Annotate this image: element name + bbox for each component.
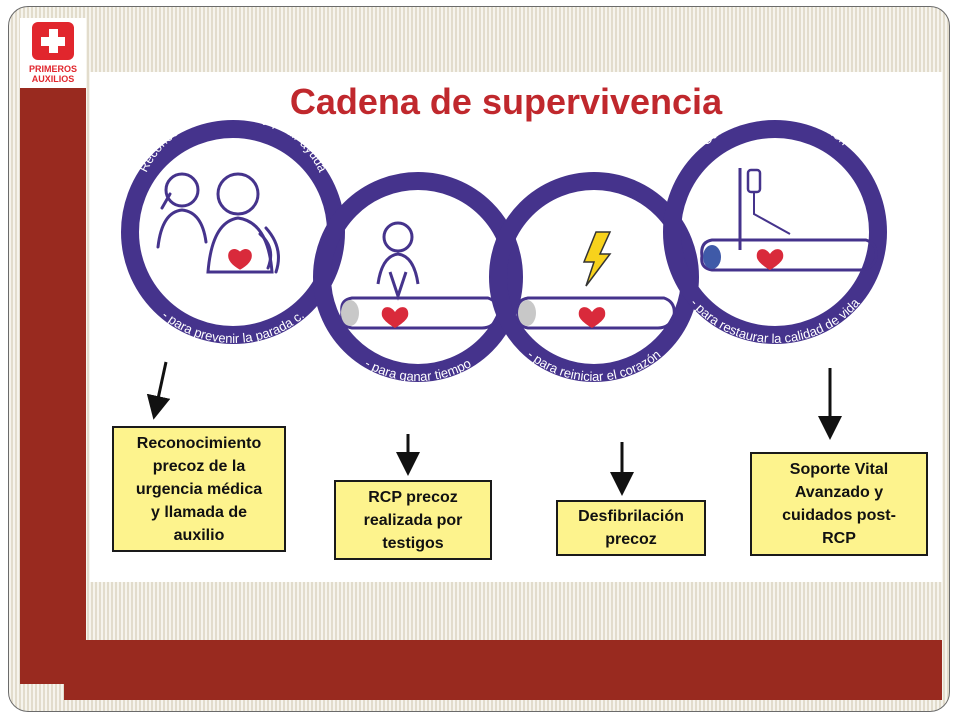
bottom-accent-bar bbox=[64, 640, 942, 700]
step-box-2: RCP precoz realizada por testigos bbox=[334, 480, 492, 560]
step-box-4: Soporte Vital Avanzado y cuidados post- … bbox=[750, 452, 928, 556]
defibrillation-lightning-icon bbox=[516, 231, 676, 330]
chain-rings bbox=[121, 120, 887, 382]
ring-3 bbox=[489, 172, 699, 382]
flow-arrows bbox=[146, 361, 842, 496]
left-accent-bar bbox=[20, 20, 86, 684]
diagram-title: Cadena de supervivencia bbox=[290, 81, 723, 122]
step-box-3: Desfibrilación precoz bbox=[556, 500, 706, 556]
ring-2 bbox=[313, 172, 523, 382]
arrow-1 bbox=[146, 361, 171, 420]
link-4-bottom-label: - para restaurar la calidad de vida bbox=[688, 295, 863, 346]
diagram-panel: Cadena de supervivencia Reconocimiento p… bbox=[90, 72, 942, 582]
step-box-1: Reconocimiento precoz de la urgencia méd… bbox=[112, 426, 286, 552]
link-3-top-label: Desfibrilación precoz bbox=[531, 132, 657, 166]
link-2-top-label: RCP precoz bbox=[380, 132, 456, 154]
chain-of-survival-diagram: Cadena de supervivencia Reconocimiento p… bbox=[121, 81, 887, 496]
ring-4 bbox=[663, 120, 887, 344]
first-aid-logo: PRIMEROS AUXILIOS bbox=[20, 18, 86, 88]
phone-call-person-icon bbox=[156, 172, 280, 274]
iv-drip-patient-icon bbox=[700, 168, 878, 272]
cpr-compressions-icon bbox=[340, 221, 500, 330]
logo-text-line2: AUXILIOS bbox=[31, 74, 75, 84]
red-cross-icon bbox=[32, 22, 74, 60]
logo-text-line1: PRIMEROS bbox=[28, 64, 77, 74]
